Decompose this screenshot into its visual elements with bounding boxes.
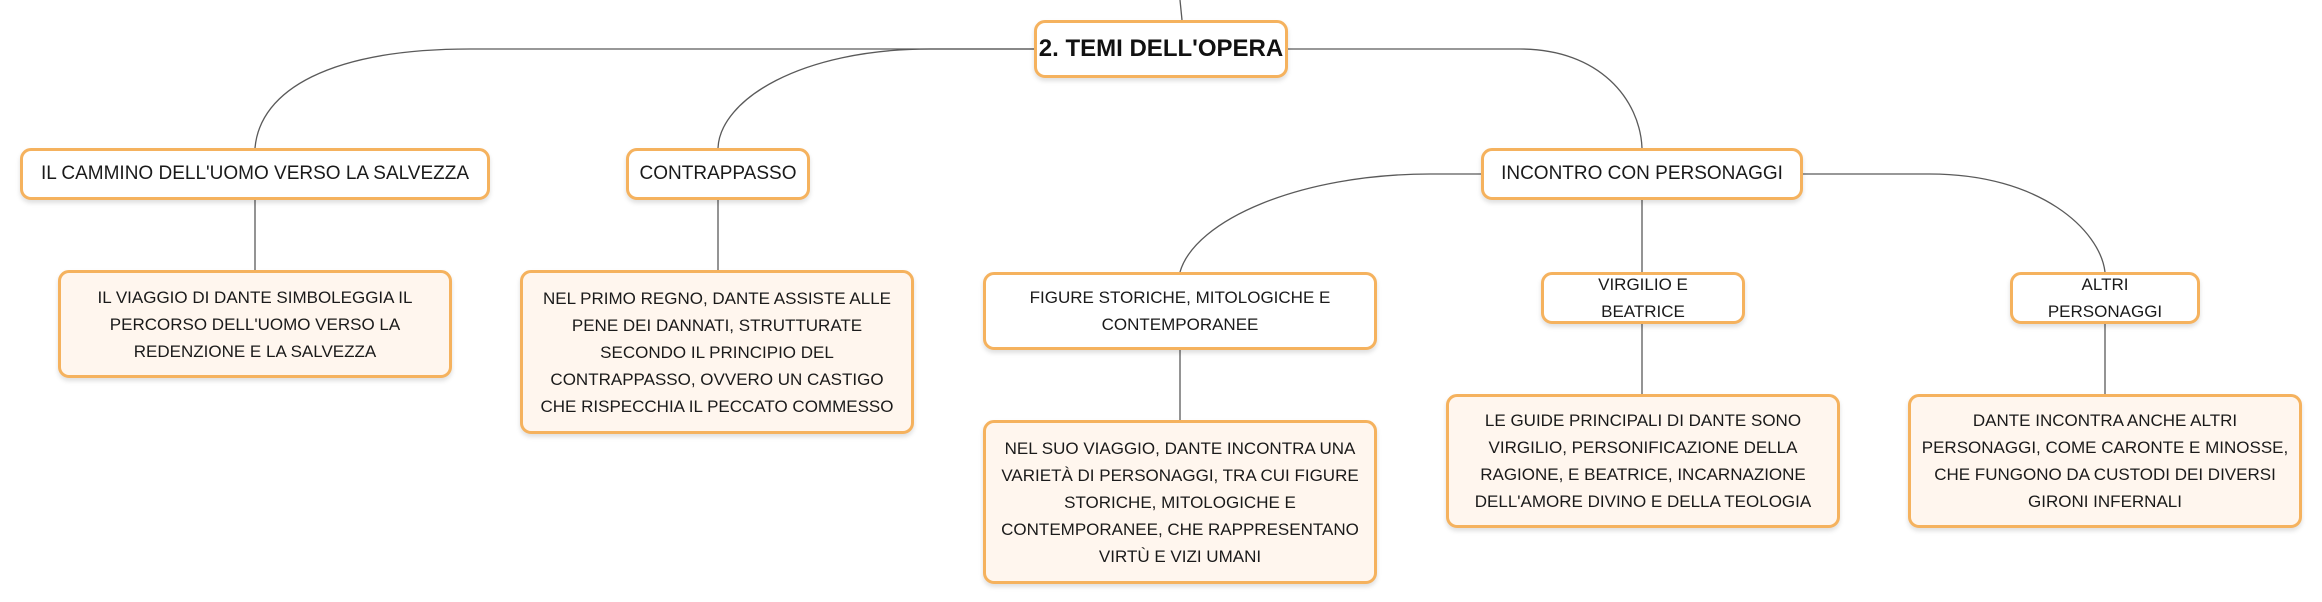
desc-figure[interactable]: NEL SUO VIAGGIO, DANTE INCONTRA UNA VARI…: [983, 420, 1377, 584]
desc-contrappasso-text: NEL PRIMO REGNO, DANTE ASSISTE ALLE PENE…: [540, 288, 894, 416]
connector-incontro-figure: [1179, 173, 1481, 273]
desc-figure-text: NEL SUO VIAGGIO, DANTE INCONTRA UNA VARI…: [1001, 438, 1359, 566]
topic-contrappasso-label: CONTRAPPASSO: [639, 163, 797, 184]
root-title: 2. TEMI DELL'OPERA: [1038, 35, 1284, 62]
topic-cammino[interactable]: IL CAMMINO DELL'UOMO VERSO LA SALVEZZA: [20, 148, 490, 200]
topic-contrappasso[interactable]: CONTRAPPASSO: [626, 148, 810, 200]
root-node[interactable]: 2. TEMI DELL'OPERA: [1034, 20, 1288, 78]
subtopic-virgilio-label: VIRGILIO E BEATRICE: [1598, 275, 1688, 321]
subtopic-figure-label: FIGURE STORICHE, MITOLOGICHE E CONTEMPOR…: [1029, 288, 1331, 334]
connector-incontro-altri: [1803, 173, 2106, 273]
desc-contrappasso[interactable]: NEL PRIMO REGNO, DANTE ASSISTE ALLE PENE…: [520, 270, 914, 434]
desc-altri[interactable]: DANTE INCONTRA ANCHE ALTRI PERSONAGGI, C…: [1908, 394, 2302, 528]
subtopic-altri-label: ALTRI PERSONAGGI: [2047, 275, 2163, 321]
topic-cammino-label: IL CAMMINO DELL'UOMO VERSO LA SALVEZZA: [40, 163, 470, 184]
connector-root-contrappasso: [717, 48, 1034, 149]
desc-virgilio-text: LE GUIDE PRINCIPALI DI DANTE SONO VIRGIL…: [1474, 411, 1812, 511]
connector-root-parent: [1179, 0, 1183, 21]
subtopic-virgilio[interactable]: VIRGILIO E BEATRICE: [1541, 272, 1745, 324]
connector-root-incontro: [1288, 48, 1643, 149]
topic-incontro-label: INCONTRO CON PERSONAGGI: [1501, 163, 1783, 184]
desc-cammino-text: IL VIAGGIO DI DANTE SIMBOLEGGIA IL PERCO…: [97, 287, 413, 361]
desc-cammino[interactable]: IL VIAGGIO DI DANTE SIMBOLEGGIA IL PERCO…: [58, 270, 452, 378]
desc-virgilio[interactable]: LE GUIDE PRINCIPALI DI DANTE SONO VIRGIL…: [1446, 394, 1840, 528]
desc-altri-text: DANTE INCONTRA ANCHE ALTRI PERSONAGGI, C…: [1921, 411, 2289, 511]
connector-root-cammino: [254, 48, 1034, 149]
topic-incontro[interactable]: INCONTRO CON PERSONAGGI: [1481, 148, 1803, 200]
subtopic-altri[interactable]: ALTRI PERSONAGGI: [2010, 272, 2200, 324]
subtopic-figure[interactable]: FIGURE STORICHE, MITOLOGICHE E CONTEMPOR…: [983, 272, 1377, 350]
